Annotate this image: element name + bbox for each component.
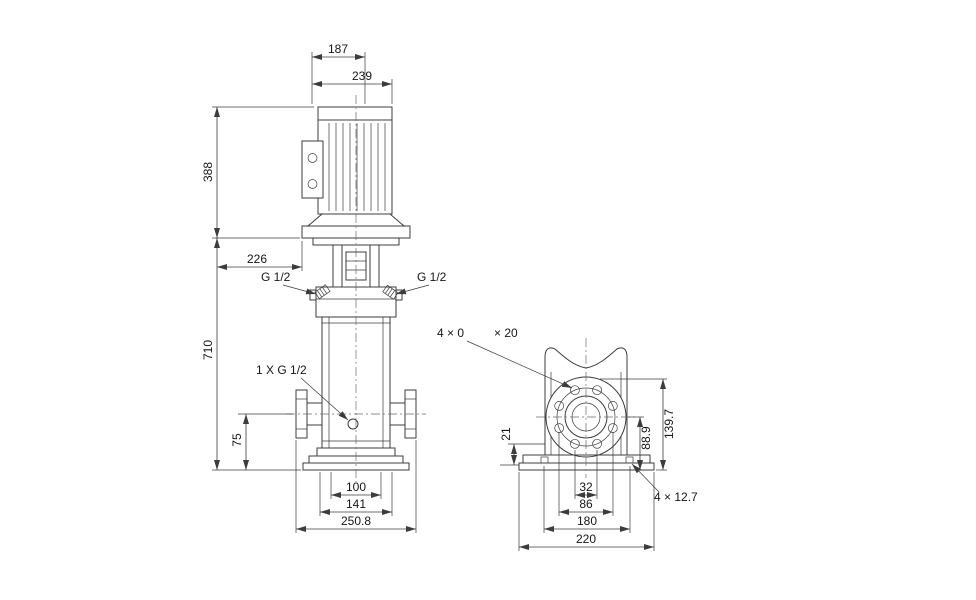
drain-port-leader [300, 377, 349, 421]
dim-motor-top-width-value: 187 [328, 42, 348, 56]
dim-flange-top-height-value: 139.7 [662, 409, 676, 439]
dim-base-edge: 21 [499, 427, 545, 466]
dim-bolt-span-inner-value: 32 [579, 480, 593, 494]
dim-head-offset: 226 [217, 241, 303, 271]
dim-port-height-value: 75 [230, 433, 244, 447]
drain-port-label: 1 X G 1/2 [256, 363, 349, 421]
terminal-box [301, 140, 324, 199]
flange-holes-note: 4 × 0 × 20 [437, 326, 573, 389]
dim-width-inner: 100 [330, 472, 382, 499]
dim-head-offset-value: 226 [247, 252, 267, 266]
flange-holes-leader [466, 340, 573, 389]
dim-port-height: 75 [230, 413, 293, 470]
base-slot-right [625, 456, 634, 464]
dim-motor-width: 239 [312, 69, 393, 104]
dim-base-width-value: 220 [576, 532, 596, 546]
end-view: 4 × 0 × 20 21 88.9 139.7 [437, 326, 698, 551]
dim-width-inner-value: 100 [346, 480, 366, 494]
port-leader-right [395, 284, 430, 295]
dim-base-edge-value: 21 [499, 427, 513, 441]
dim-foot-hole-span: 180 [543, 466, 631, 533]
port-label-right-value: G 1/2 [417, 270, 447, 284]
dim-bolt-span-inner: 32 [574, 450, 598, 499]
dim-flange-to-flange: 250.8 [295, 440, 417, 533]
end-base [518, 454, 655, 471]
side-view: 187 239 388 710 226 G 1/2 [201, 42, 447, 533]
coupling-guard-screw-right [382, 284, 399, 300]
flange-holes-note-left: 4 × 0 [437, 326, 464, 340]
base-holes-leader [631, 463, 660, 493]
port-label-left-value: G 1/2 [261, 270, 291, 284]
dim-width-outer-value: 141 [346, 497, 366, 511]
dim-motor-width-value: 239 [352, 69, 372, 83]
dim-base-width: 220 [518, 472, 655, 551]
dim-port-center-height: 88.9 [628, 416, 653, 470]
flange-bolt-holes [554, 385, 618, 449]
dim-bolt-span-outer-value: 86 [579, 497, 593, 511]
port-label-left: G 1/2 [261, 270, 317, 295]
port-label-right: G 1/2 [395, 270, 447, 295]
dim-flange-to-flange-value: 250.8 [341, 514, 371, 528]
drain-port [347, 418, 359, 430]
dim-bolt-span-outer: 86 [558, 432, 614, 516]
dim-foot-hole-span-value: 180 [577, 514, 597, 528]
dim-total-height-value: 710 [201, 340, 215, 360]
dim-flange-top-height: 139.7 [600, 378, 676, 471]
port-leader-left [282, 284, 317, 295]
drain-port-label-value: 1 X G 1/2 [256, 363, 307, 377]
dim-motor-height-value: 388 [201, 162, 215, 182]
dim-width-outer: 141 [319, 472, 393, 516]
base-slot-left [540, 456, 549, 464]
dim-motor-top-width: 187 [311, 42, 366, 104]
base-holes-note-value: 4 × 12.7 [654, 490, 698, 504]
dim-port-center-height-value: 88.9 [639, 426, 653, 450]
flange-holes-note-right: × 20 [494, 326, 518, 340]
dim-motor-height: 388 [201, 106, 314, 239]
coupling-guard-screw-left [314, 284, 331, 300]
dim-total-height: 710 [201, 238, 301, 471]
motor-fins [328, 123, 386, 211]
base-holes-note: 4 × 12.7 [631, 463, 698, 504]
